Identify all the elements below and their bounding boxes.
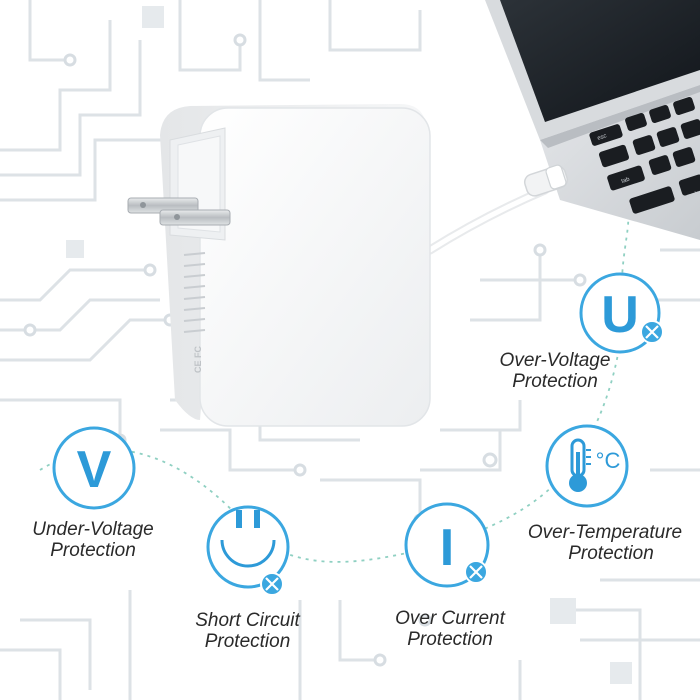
under-voltage-line2: Protection (50, 540, 136, 561)
under-voltage-line1: Under-Voltage (32, 519, 154, 540)
over-voltage-label: Over-Voltage Protection (480, 350, 630, 392)
over-current-label: Over Current Protection (375, 608, 525, 650)
adapter-prongs (127, 197, 231, 226)
over-temperature-line1: Over-Temperature (527, 522, 683, 543)
x-mark-icon (640, 320, 664, 344)
short-circuit-label: Short Circuit Protection (170, 610, 325, 652)
short-circuit-line2: Protection (204, 631, 291, 652)
under-voltage-label: Under-Voltage Protection (18, 519, 168, 561)
letter-i-icon: I (440, 519, 454, 577)
over-temperature-line2: Protection (568, 543, 654, 564)
over-current-line1: Over Current (395, 608, 505, 629)
key-tab-label: tab (621, 176, 631, 184)
celsius-label: °C (596, 448, 621, 473)
adapter-fine-print (183, 252, 206, 333)
thermometer-icon (569, 438, 591, 492)
over-temperature-badge: °C (545, 424, 629, 508)
over-voltage-line2: Protection (512, 371, 598, 392)
power-adapter: CE FC (127, 104, 431, 427)
over-voltage-line1: Over-Voltage (499, 350, 611, 371)
laptop: esc tab caps lock (485, 0, 700, 240)
letter-v-icon: V (77, 441, 112, 499)
power-cable (425, 164, 569, 255)
x-mark-icon (260, 572, 284, 596)
x-mark-icon (464, 560, 488, 584)
under-voltage-badge: V (52, 426, 136, 510)
letter-u-icon: U (601, 286, 639, 344)
over-current-badge: I (404, 502, 490, 588)
plug-prongs-icon (220, 510, 276, 568)
short-circuit-badge (206, 505, 290, 596)
cert-mark: CE FC (193, 345, 203, 373)
over-temperature-label: Over-Temperature Protection (510, 522, 700, 564)
keyboard (589, 97, 700, 214)
over-voltage-badge: U (579, 272, 664, 354)
short-circuit-line1: Short Circuit (195, 610, 300, 631)
key-esc-label: esc (597, 133, 608, 142)
over-current-line2: Protection (407, 629, 493, 650)
